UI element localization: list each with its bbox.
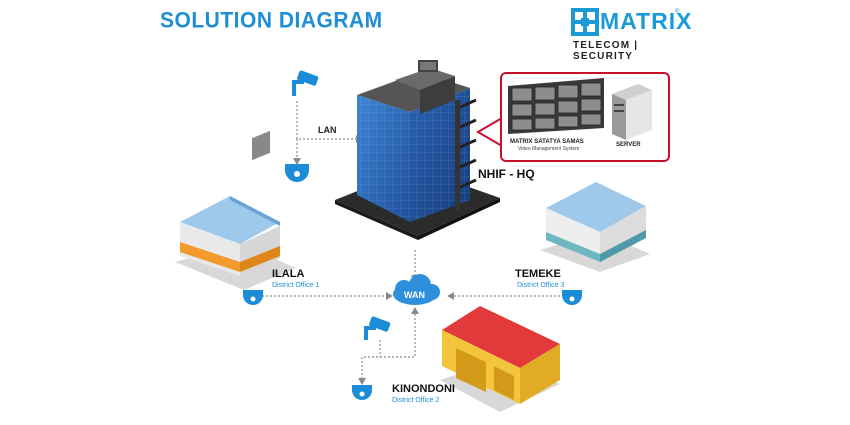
vms-product-name: MATRIX SATATYA SAMAS (510, 139, 584, 145)
ilala-site-office: District Office 1 (272, 282, 320, 289)
temeke-dome-camera-icon (562, 290, 582, 305)
kinondoni-site-name: KINONDONI (392, 383, 455, 395)
ilala-site-name: ILALA (272, 268, 305, 280)
bullet-camera-icon (292, 70, 319, 96)
temeke-site-name: TEMEKE (515, 268, 561, 280)
matrix-logo-icon (571, 8, 599, 36)
ilala-building (175, 130, 296, 290)
hq-building (335, 60, 500, 240)
network-connectors (262, 101, 560, 380)
brand-logo: MATRIX ® TELECOM | SECURITY (571, 8, 691, 62)
lan-label: LAN (318, 125, 337, 135)
temeke-building (540, 182, 650, 272)
brand-tagline: TELECOM | SECURITY (573, 40, 639, 62)
server-label: SERVER (616, 142, 641, 148)
brand-registered-mark: ® (675, 9, 680, 15)
brand-name: MATRIX (600, 8, 693, 34)
vms-product-subtitle: Video Management System (518, 146, 580, 152)
vms-callout-pointer (476, 116, 503, 148)
kinondoni-building (440, 306, 560, 412)
kinondoni-dome-camera-icon (352, 385, 372, 400)
dome-camera-icon (285, 164, 309, 182)
kinondoni-site-office: District Office 2 (392, 397, 440, 404)
wan-label: WAN (404, 290, 425, 300)
video-wall-icon (508, 78, 604, 134)
kinondoni-wan-line (361, 310, 416, 380)
diagram-title: SOLUTION DIAGRAM (160, 8, 383, 33)
kinondoni-bullet-camera-icon (364, 316, 391, 340)
ilala-dome-camera-icon (243, 290, 263, 305)
temeke-site-office: District Office 3 (517, 282, 565, 289)
hq-label: NHIF - HQ (478, 167, 535, 181)
server-icon (612, 84, 652, 140)
wan-cloud (393, 274, 440, 305)
